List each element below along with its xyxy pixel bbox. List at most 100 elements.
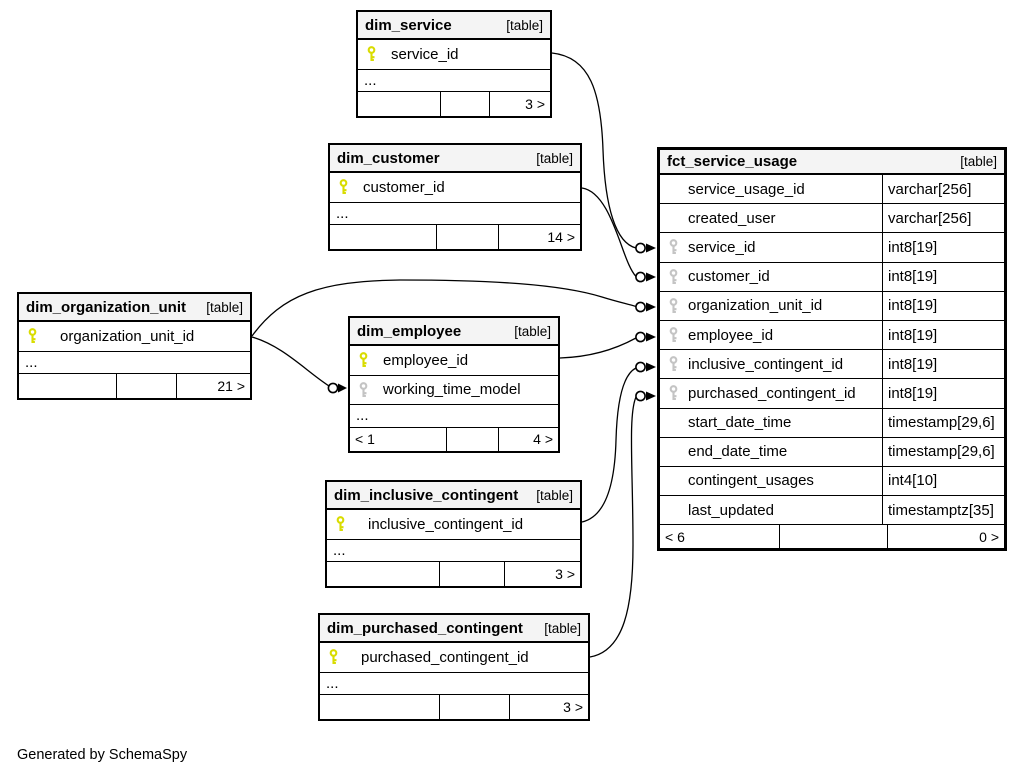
edge-dim_organization_unit-to-fct [251, 279, 637, 337]
table-footer: < 1 4 > [350, 427, 558, 451]
column-name: customer_id [363, 178, 445, 196]
edge-dim_organization_unit-to-dim_employee [251, 336, 330, 387]
column-name: end_date_time [688, 443, 788, 461]
column-name: working_time_model [383, 381, 521, 399]
primary-key-icon [27, 328, 39, 344]
child-count: 0 > [979, 528, 999, 545]
column-type: int8[19] [882, 233, 1004, 262]
table-kind-label: [table] [206, 299, 243, 315]
table-header: dim_service [table] [358, 12, 550, 40]
edge-dim_service-to-fct [551, 52, 637, 249]
column-row-created_user: created_user varchar[256] [660, 204, 1004, 234]
foreign-key-icon [358, 381, 370, 398]
column-row-organization_unit_id: organization_unit_id [19, 322, 250, 352]
table-header: dim_customer [table] [330, 145, 580, 173]
parent-count: < 6 [660, 525, 780, 549]
arrowhead-inclusive_contingent_id [646, 362, 656, 372]
table-kind-label: [table] [536, 487, 573, 503]
footer-spacer [780, 525, 888, 549]
table-header: dim_inclusive_contingent [table] [327, 482, 580, 510]
table-dim_organization_unit[interactable]: dim_organization_unit [table] organizati… [17, 292, 252, 400]
column-name: organization_unit_id [60, 327, 195, 345]
generated-by-note: Generated by SchemaSpy [17, 747, 188, 763]
column-name: service_id [688, 238, 756, 256]
column-name: last_updated [688, 501, 774, 519]
table-header: fct_service_usage [table] [660, 150, 1004, 175]
column-row-inclusive_contingent_id: inclusive_contingent_id int8[19] [660, 350, 1004, 380]
hidden-columns-ellipsis: ... [19, 352, 250, 374]
footer-spacer [441, 92, 490, 116]
column-name: start_date_time [688, 414, 792, 432]
edge-dim_purchased_contingent-to-fct [589, 396, 637, 658]
child-count: 3 > [525, 95, 545, 112]
table-header: dim_employee [table] [350, 318, 558, 346]
child-count: 21 > [217, 377, 245, 394]
zero-circle-customer_id [635, 271, 646, 283]
table-fct_service_usage[interactable]: fct_service_usage [table] service_usage_… [657, 147, 1007, 552]
zero-circle-working_time_model [327, 382, 339, 394]
table-dim_purchased_contingent[interactable]: dim_purchased_contingent [table] purchas… [318, 613, 590, 721]
column-row-purchased_contingent_id: purchased_contingent_id int8[19] [660, 379, 1004, 409]
column-name: inclusive_contingent_id [688, 355, 844, 373]
column-type: timestamp[29,6] [882, 408, 1004, 437]
hidden-columns-ellipsis: ... [327, 540, 580, 562]
table-dim_customer[interactable]: dim_customer [table] customer_id ... 14 … [328, 143, 582, 251]
column-type: int8[19] [882, 379, 1004, 408]
arrowhead-organization_unit_id [646, 302, 656, 312]
arrowhead-customer_id [646, 272, 656, 282]
column-type: int8[19] [882, 320, 1004, 350]
hidden-columns-ellipsis: ... [358, 70, 550, 92]
column-name: employee_id [383, 351, 469, 369]
footer-spacer [447, 427, 499, 451]
hidden-columns-ellipsis: ... [320, 673, 588, 695]
primary-key-icon [335, 516, 347, 532]
footer-spacer [440, 695, 510, 719]
table-kind-label: [table] [506, 17, 543, 33]
table-name: fct_service_usage [667, 153, 798, 170]
column-name: contingent_usages [688, 472, 814, 490]
table-dim_employee[interactable]: dim_employee [table] employee_id working… [348, 316, 560, 453]
column-name: customer_id [688, 268, 770, 286]
table-header: dim_purchased_contingent [table] [320, 615, 588, 643]
column-name: employee_id [688, 326, 774, 344]
column-name: service_usage_id [688, 180, 805, 198]
table-dim_inclusive_contingent[interactable]: dim_inclusive_contingent [table] inclusi… [325, 480, 582, 588]
column-row-employee_id: employee_id int8[19] [660, 320, 1004, 351]
zero-circle-purchased_contingent_id [635, 390, 646, 402]
footer-spacer [437, 225, 499, 249]
column-row-service_id: service_id int8[19] [660, 233, 1004, 263]
table-dim_service[interactable]: dim_service [table] service_id ... 3 > [356, 10, 552, 118]
table-kind-label: [table] [960, 154, 997, 169]
edge-dim_customer-to-fct [581, 187, 637, 277]
parent-count [358, 92, 441, 116]
column-name: service_id [391, 45, 459, 63]
column-row-inclusive_contingent_id: inclusive_contingent_id [327, 510, 580, 540]
foreign-key-icon [668, 239, 679, 255]
column-row-end_date_time: end_date_time timestamp[29,6] [660, 437, 1004, 467]
column-row-employee_id: employee_id [350, 346, 558, 376]
child-count: 4 > [533, 431, 553, 448]
table-footer: 3 > [358, 92, 550, 116]
table-name: dim_service [365, 16, 452, 34]
column-type: timestamptz[35] [882, 496, 1004, 525]
primary-key-icon [338, 179, 350, 195]
column-name: purchased_contingent_id [688, 384, 856, 402]
column-row-customer_id: customer_id int8[19] [660, 262, 1004, 292]
hidden-columns-ellipsis: ... [350, 405, 558, 428]
column-name: created_user [688, 209, 776, 227]
parent-count [19, 374, 117, 398]
zero-circle-service_id [635, 242, 646, 254]
zero-circle-employee_id [635, 331, 646, 343]
child-count: 14 > [547, 228, 575, 245]
table-name: dim_employee [357, 322, 462, 340]
column-type: int8[19] [882, 262, 1004, 291]
parent-count [330, 225, 437, 249]
column-type: int8[19] [882, 291, 1004, 320]
column-row-organization_unit_id: organization_unit_id int8[19] [660, 291, 1004, 321]
column-row-purchased_contingent_id: purchased_contingent_id [320, 643, 588, 673]
column-type: varchar[256] [882, 175, 1004, 204]
table-name: dim_organization_unit [26, 298, 187, 316]
column-type: timestamp[29,6] [882, 437, 1004, 466]
child-count: 3 > [563, 698, 583, 715]
table-kind-label: [table] [544, 620, 581, 636]
